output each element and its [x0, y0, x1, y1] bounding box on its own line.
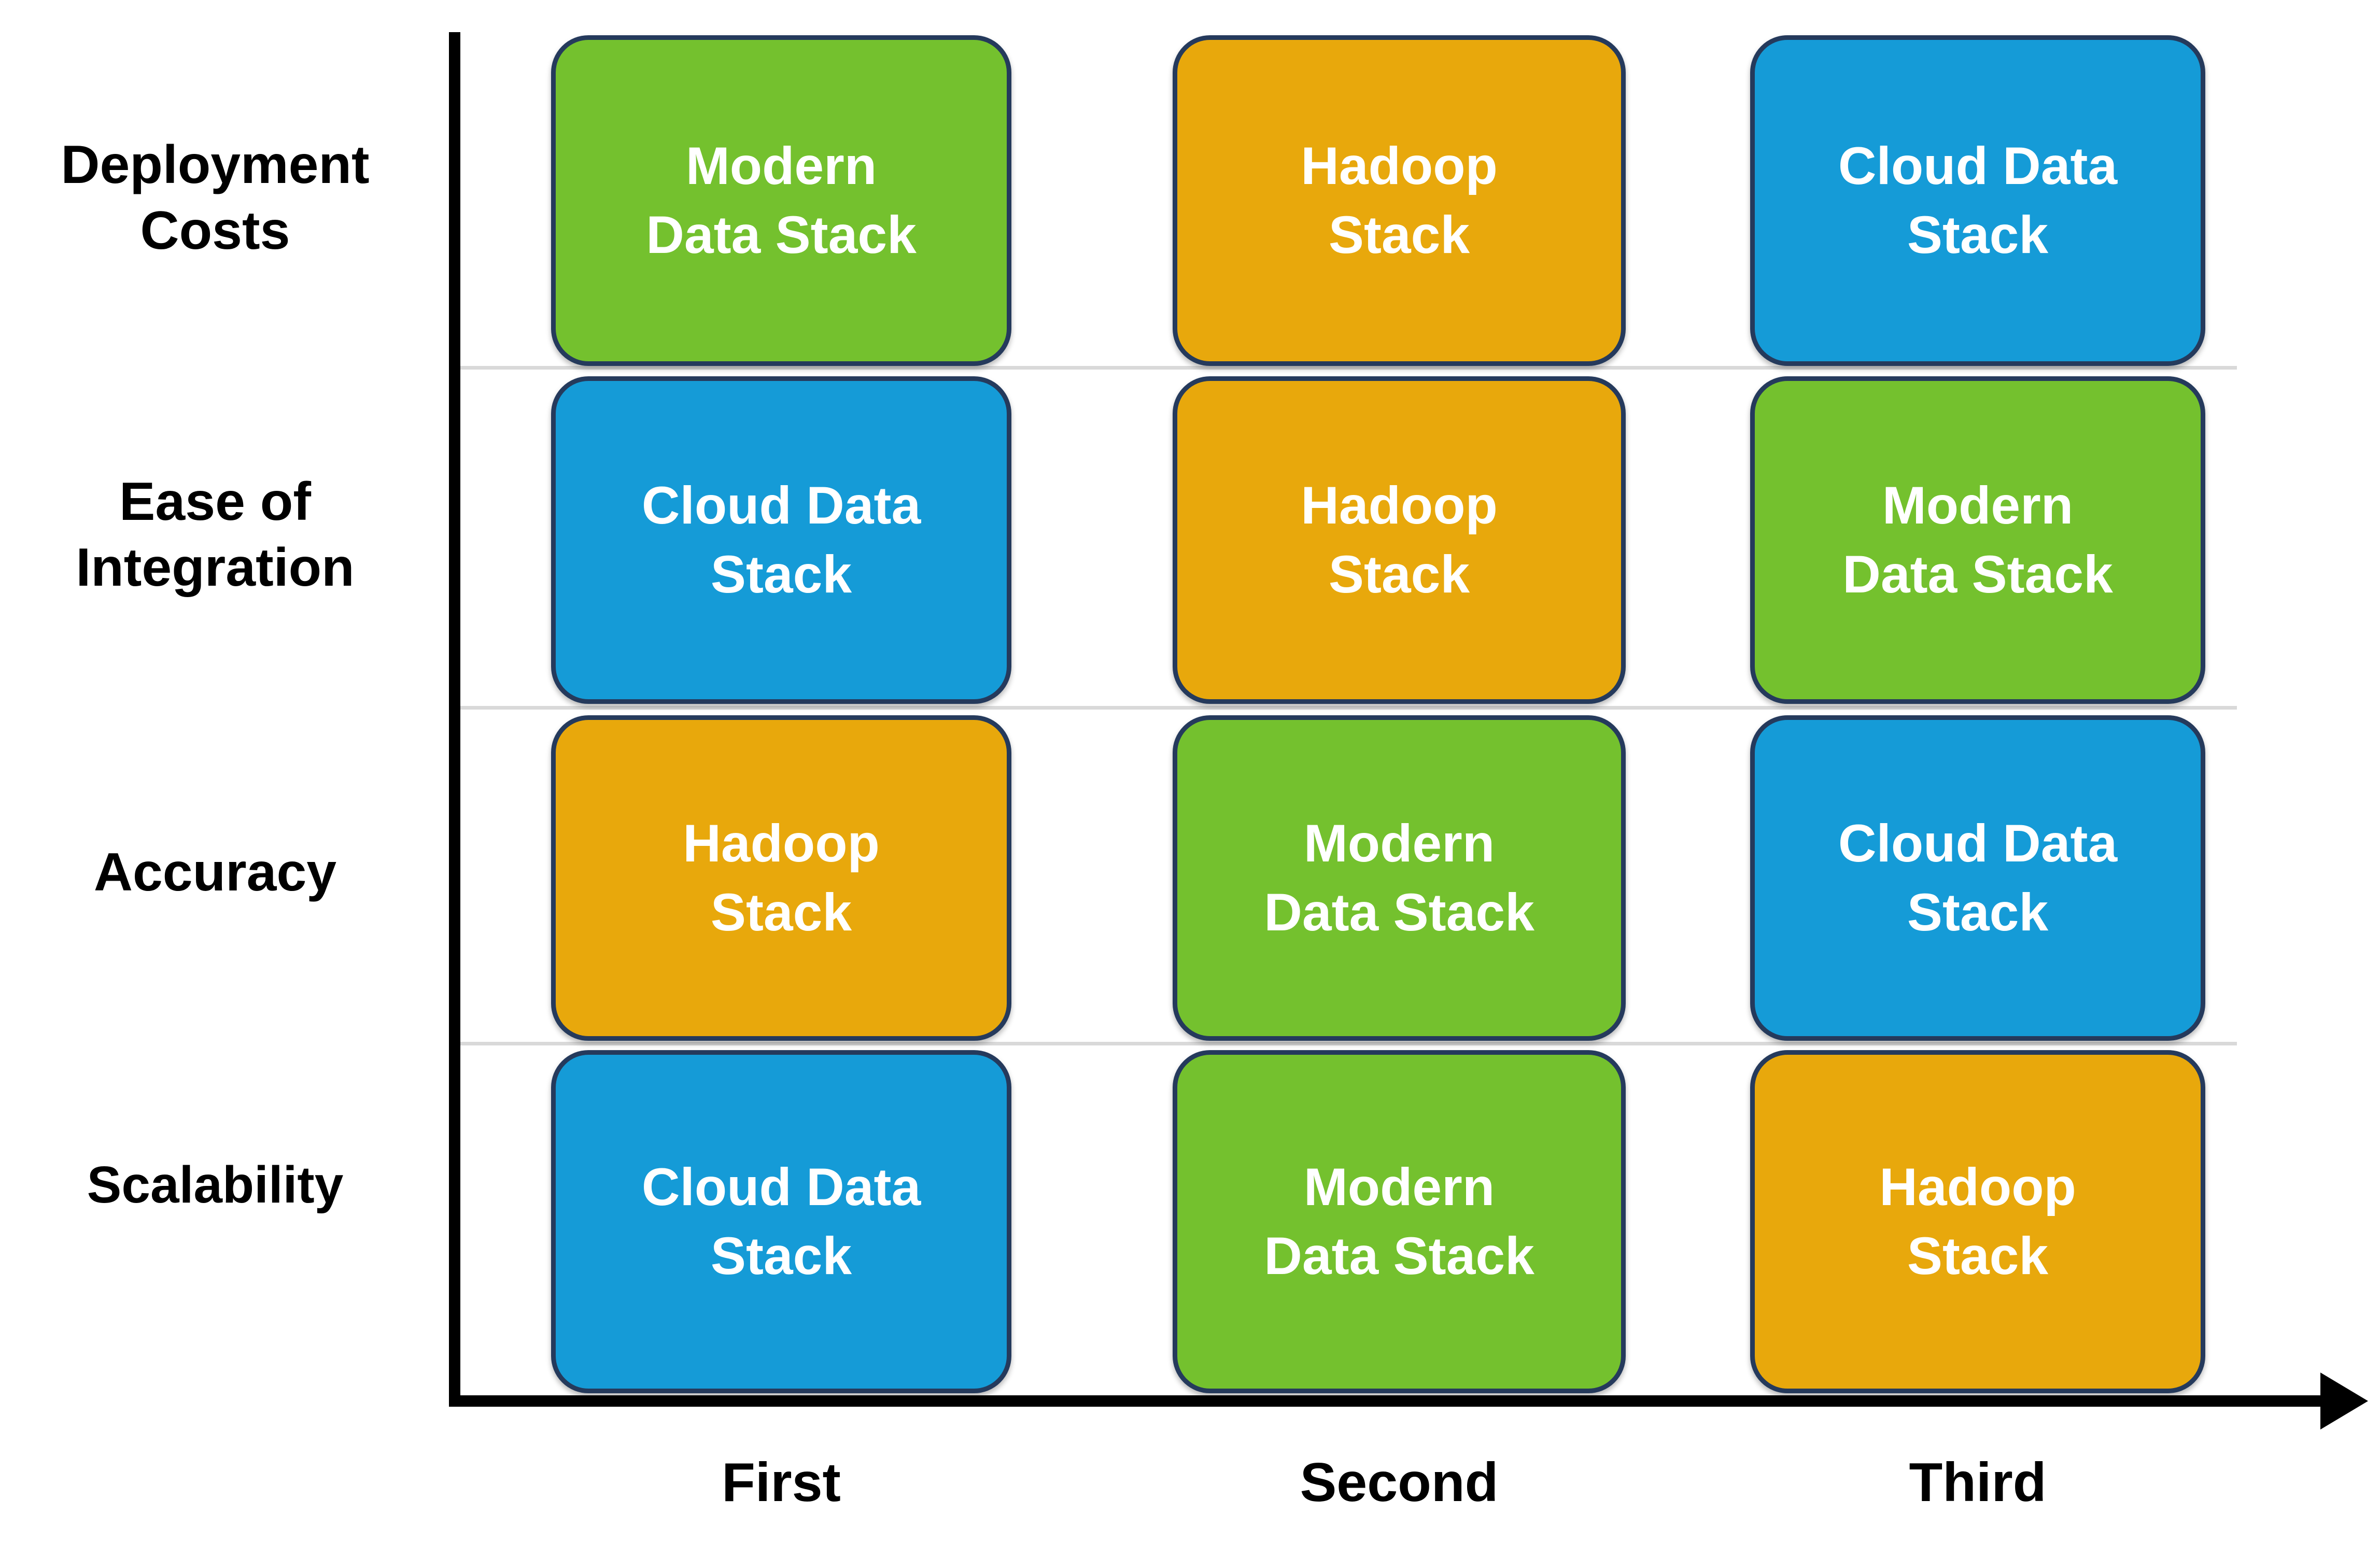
row-label-line-1: Scalability — [87, 1156, 344, 1214]
cell-label: Cloud Data Stack — [1809, 809, 2146, 946]
cell-label: Modern Data Stack — [1235, 809, 1564, 946]
cell-label-line-1: Cloud Data — [641, 476, 921, 535]
cell-label-line-1: Hadoop — [1301, 136, 1498, 196]
row-label-line-2: Costs — [140, 200, 290, 261]
cell-scalability-third[interactable]: Hadoop Stack — [1750, 1050, 2205, 1393]
cell-label: Cloud Data Stack — [613, 1153, 950, 1290]
cell-label: Hadoop Stack — [1272, 471, 1527, 609]
cell-label: Hadoop Stack — [1850, 1153, 2105, 1290]
cell-ease-of-integration-first[interactable]: Cloud Data Stack — [551, 376, 1011, 704]
cell-accuracy-third[interactable]: Cloud Data Stack — [1750, 715, 2205, 1041]
cell-label-line-1: Modern — [1303, 1157, 1495, 1217]
row-label-line-1: Accuracy — [93, 842, 337, 902]
cell-label-line-1: Hadoop — [1301, 476, 1498, 535]
row-label-line-2: Integration — [76, 537, 355, 598]
cell-label: Modern Data Stack — [1813, 471, 2142, 609]
cell-deployment-costs-second[interactable]: Hadoop Stack — [1173, 35, 1626, 366]
cell-label-line-2: Data Stack — [1264, 883, 1534, 942]
cell-label: Hadoop Stack — [1272, 132, 1527, 269]
cell-scalability-second[interactable]: Modern Data Stack — [1173, 1050, 1626, 1393]
cell-label-line-1: Modern — [1303, 814, 1495, 873]
gridline-2 — [454, 706, 2237, 710]
cell-label-line-2: Stack — [710, 883, 852, 942]
cell-label-line-1: Hadoop — [1879, 1157, 2076, 1217]
row-label-ease-of-integration: Ease of Integration — [0, 469, 430, 601]
row-label-scalability: Scalability — [0, 1153, 430, 1216]
cell-label-line-2: Stack — [710, 545, 852, 604]
cell-label-line-2: Data Stack — [1842, 545, 2113, 604]
gridline-1 — [454, 366, 2237, 370]
y-axis-line — [449, 32, 460, 1407]
cell-label: Cloud Data Stack — [1809, 132, 2146, 269]
cell-deployment-costs-third[interactable]: Cloud Data Stack — [1750, 35, 2205, 366]
cell-accuracy-second[interactable]: Modern Data Stack — [1173, 715, 1626, 1041]
x-axis-line — [449, 1395, 2326, 1407]
column-label-first: First — [551, 1451, 1011, 1514]
cell-label-line-1: Hadoop — [683, 814, 880, 873]
cell-label-line-1: Modern — [685, 136, 877, 196]
cell-label-line-1: Cloud Data — [1838, 136, 2118, 196]
cell-accuracy-first[interactable]: Hadoop Stack — [551, 715, 1011, 1041]
cell-label-line-2: Data Stack — [646, 205, 917, 264]
cell-label: Modern Data Stack — [617, 132, 946, 269]
row-label-deployment-costs: Deployment Costs — [0, 132, 430, 264]
cell-label-line-2: Stack — [1328, 205, 1470, 264]
cell-label: Cloud Data Stack — [613, 471, 950, 609]
cell-label-line-1: Cloud Data — [1838, 814, 2118, 873]
cell-label-line-1: Cloud Data — [641, 1157, 921, 1217]
row-label-line-1: Deployment — [61, 135, 370, 195]
column-label-third: Third — [1750, 1451, 2205, 1514]
cell-label-line-2: Stack — [1907, 1226, 2049, 1285]
cell-label-line-2: Stack — [1907, 205, 2049, 264]
cell-label-line-1: Modern — [1882, 476, 2074, 535]
column-label-second: Second — [1173, 1451, 1626, 1514]
cell-label-line-2: Stack — [1328, 545, 1470, 604]
cell-label: Modern Data Stack — [1235, 1153, 1564, 1290]
row-label-accuracy: Accuracy — [0, 840, 430, 906]
cell-label-line-2: Stack — [710, 1226, 852, 1285]
x-axis-arrow-icon — [2320, 1373, 2368, 1430]
cell-scalability-first[interactable]: Cloud Data Stack — [551, 1050, 1011, 1393]
cell-deployment-costs-first[interactable]: Modern Data Stack — [551, 35, 1011, 366]
column-label-text: First — [722, 1452, 841, 1513]
cell-ease-of-integration-third[interactable]: Modern Data Stack — [1750, 376, 2205, 704]
cell-label-line-2: Stack — [1907, 883, 2049, 942]
gridline-3 — [454, 1042, 2237, 1045]
cell-label: Hadoop Stack — [654, 809, 909, 946]
cell-ease-of-integration-second[interactable]: Hadoop Stack — [1173, 376, 1626, 704]
column-label-text: Third — [1909, 1452, 2047, 1513]
row-label-line-1: Ease of — [119, 472, 311, 532]
column-label-text: Second — [1300, 1452, 1499, 1513]
cell-label-line-2: Data Stack — [1264, 1226, 1534, 1285]
